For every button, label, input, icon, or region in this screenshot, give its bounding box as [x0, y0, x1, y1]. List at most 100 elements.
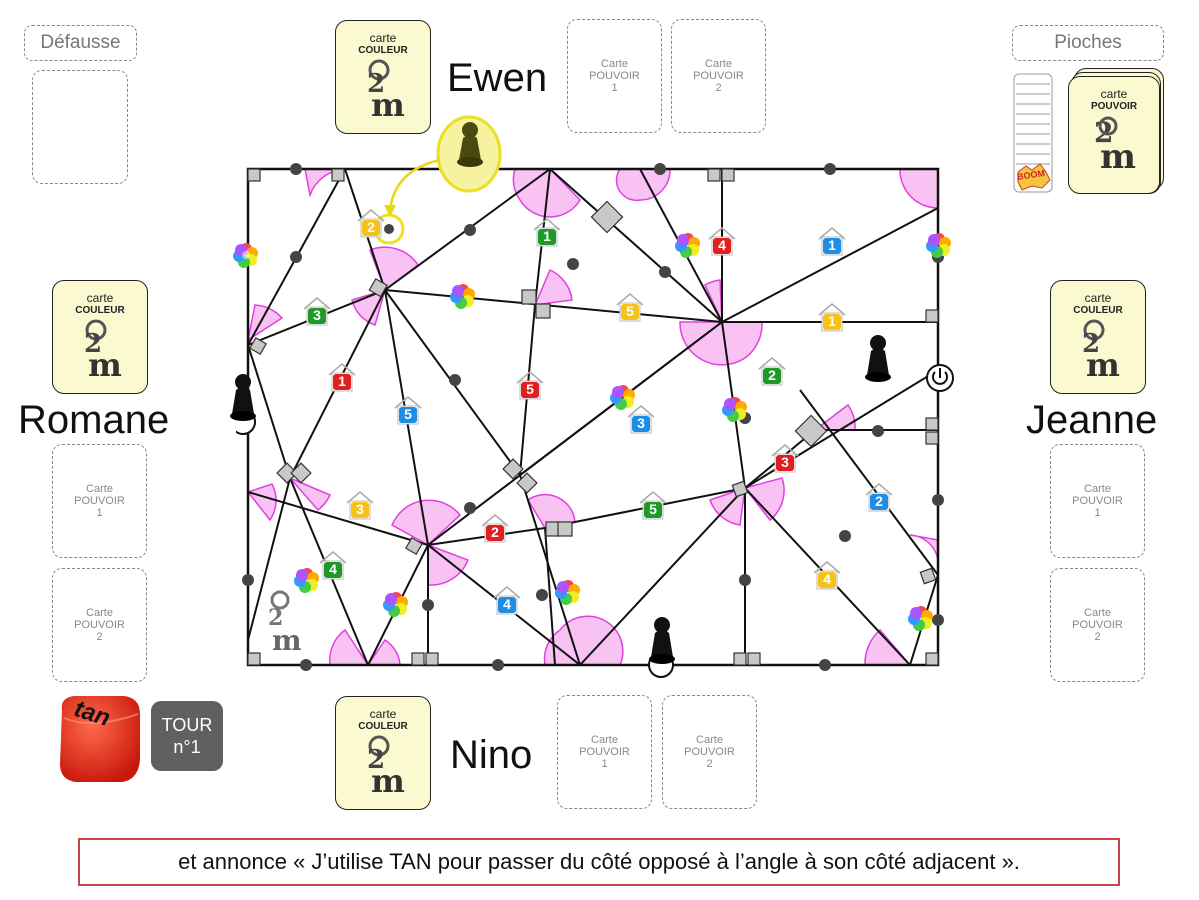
card-t1: carte: [86, 291, 114, 305]
draw-label: Pioches: [1012, 25, 1164, 61]
jm-logo-icon: 2m: [367, 735, 405, 794]
house-icon: [708, 227, 736, 256]
house-green-2: 2: [757, 356, 786, 386]
jm-logo-icon: 2m: [1082, 319, 1120, 378]
house-icon: [346, 491, 374, 520]
red-dice-icon: [60, 696, 140, 782]
discard-pile[interactable]: [32, 70, 128, 184]
jm-logo-icon: 2 m: [268, 590, 302, 657]
n: 1: [611, 82, 618, 94]
l2: POUVOIR: [684, 746, 735, 758]
pawn-yellow-highlighted[interactable]: [455, 120, 485, 168]
house-yellow-2: 2: [356, 208, 385, 238]
angle-marker: [366, 638, 401, 666]
house-red-5: 5: [515, 370, 544, 400]
flower-icon: [926, 232, 952, 258]
house-blue-5: 5: [393, 395, 422, 425]
l2: POUVOIR: [589, 70, 640, 82]
instruction-message: et annonce « J’utilise TAN pour passer d…: [78, 838, 1120, 886]
pawn-romane[interactable]: [228, 372, 258, 424]
angle-marker: [427, 543, 469, 586]
angle-marker: [615, 168, 671, 202]
player-name-jeanne: Jeanne: [1026, 398, 1158, 442]
jm-logo-icon: 2m: [1094, 116, 1136, 172]
angle-marker: [289, 477, 332, 512]
n: 2: [706, 758, 713, 770]
house-icon: [771, 444, 799, 473]
pawn-icon: [457, 122, 483, 167]
pawn-nino[interactable]: [647, 615, 677, 667]
n: 1: [96, 507, 103, 519]
house-number: 3: [313, 307, 321, 323]
player-name-romane: Romane: [18, 398, 170, 442]
house-number: 1: [828, 237, 836, 253]
pawn-icon: [649, 617, 675, 664]
house-red-3: 3: [770, 443, 799, 473]
n: 1: [1094, 507, 1101, 519]
house-icon: [394, 396, 422, 425]
svg-text:m: m: [272, 624, 302, 657]
l2: POUVOIR: [579, 746, 630, 758]
n: 2: [1094, 631, 1101, 643]
house-icon: [481, 514, 509, 543]
house-icon: [818, 303, 846, 332]
svg-text:2: 2: [1082, 329, 1100, 359]
house-number: 3: [637, 415, 645, 431]
discard-label-text: Défausse: [40, 32, 121, 53]
l2: POUVOIR: [74, 495, 125, 507]
house-number: 4: [718, 237, 726, 253]
l1: Carte: [86, 483, 113, 495]
house-red-1: 1: [327, 362, 356, 392]
house-blue-3: 3: [626, 404, 655, 434]
boom-deck[interactable]: BOOM: [1012, 72, 1056, 196]
house-icon: [357, 209, 385, 238]
l1: Carte: [1084, 483, 1111, 495]
house-green-1: 1: [532, 217, 561, 247]
tan-dice[interactable]: tan: [52, 690, 146, 788]
house-icon: [493, 586, 521, 615]
jm-logo-icon: 2m: [84, 319, 122, 378]
flower-icon: [294, 567, 320, 593]
house-icon: [627, 405, 655, 434]
house-number: 5: [404, 406, 412, 422]
house-number: 1: [828, 313, 836, 329]
house-number: 4: [823, 571, 831, 587]
house-icon: [328, 363, 356, 392]
angle-marker: [543, 615, 624, 666]
flower-icon: [450, 283, 476, 309]
flower-icon: [233, 242, 259, 268]
flower-icon: [675, 232, 701, 258]
house-yellow-1: 1: [817, 302, 846, 332]
n: 2: [96, 631, 103, 643]
card-t2: COULEUR: [75, 305, 125, 316]
card-t1: carte: [1084, 291, 1112, 305]
angle-marker: [391, 499, 462, 546]
angle-marker: [351, 288, 387, 326]
house-icon: [639, 491, 667, 520]
message-text: et annonce « J’utilise TAN pour passer d…: [178, 849, 1020, 874]
player-name-nino: Nino: [450, 733, 533, 777]
flower-icon: [722, 396, 748, 422]
flower-icon: [383, 591, 409, 617]
house-yellow-4: 4: [812, 560, 841, 590]
l2: POUVOIR: [74, 619, 125, 631]
svg-text:2: 2: [367, 745, 385, 775]
house-number: 5: [626, 303, 634, 319]
angle-marker: [526, 493, 576, 529]
pawn-jeanne[interactable]: [863, 333, 893, 385]
house-yellow-5: 5: [615, 292, 644, 322]
svg-text:m: m: [88, 346, 122, 378]
